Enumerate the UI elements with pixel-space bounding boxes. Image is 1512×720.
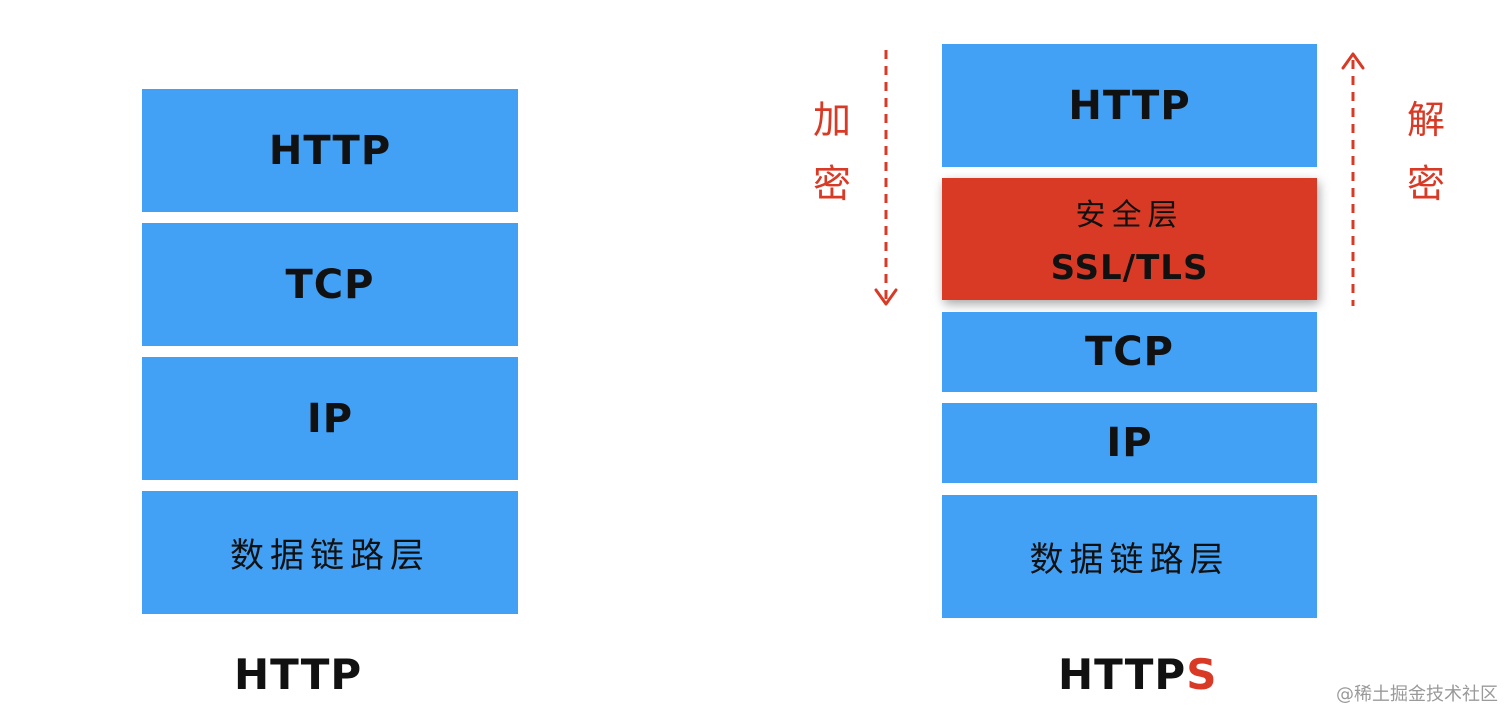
- link-layer-left: 数据链路层: [142, 491, 518, 614]
- tcp-layer-label: TCP: [285, 261, 375, 308]
- watermark: @稀土掘金技术社区: [1336, 684, 1498, 705]
- security-layer: 安全层 SSL/TLS: [942, 178, 1317, 300]
- encrypt-label: 加 密: [802, 88, 862, 216]
- encrypt-char-2: 密: [812, 162, 851, 206]
- ip-layer-left: IP: [142, 357, 518, 480]
- tcp-layer-left: TCP: [142, 223, 518, 346]
- security-layer-protocol: SSL/TLS: [1050, 248, 1209, 288]
- http-caption: HTTP: [234, 650, 362, 699]
- http-layer-right-label: HTTP: [1068, 82, 1191, 129]
- http-layer-left: HTTP: [142, 89, 518, 212]
- link-layer-label: 数据链路层: [230, 536, 430, 576]
- decrypt-char-1: 解: [1406, 98, 1445, 142]
- decrypt-arrow: [1341, 52, 1365, 306]
- tcp-layer-right: TCP: [942, 312, 1317, 392]
- ip-layer-right-label: IP: [1106, 420, 1153, 466]
- decrypt-label: 解 密: [1396, 88, 1456, 216]
- decrypt-char-2: 密: [1406, 162, 1445, 206]
- http-layer-label: HTTP: [268, 127, 392, 174]
- http-layer-right: HTTP: [942, 44, 1317, 167]
- security-layer-title: 安全层: [1075, 198, 1184, 233]
- http-caption-text: HTTP: [234, 650, 363, 699]
- link-layer-right-label: 数据链路层: [1029, 540, 1230, 580]
- encrypt-arrow: [874, 50, 898, 306]
- ip-layer-label: IP: [306, 395, 354, 442]
- tcp-layer-right-label: TCP: [1085, 329, 1174, 375]
- encrypt-char-1: 加: [812, 98, 851, 142]
- https-caption-accent: S: [1186, 650, 1218, 699]
- ip-layer-right: IP: [942, 403, 1317, 483]
- https-caption-main: HTTP: [1058, 650, 1187, 699]
- https-caption: HTTPS: [1058, 650, 1217, 699]
- link-layer-right: 数据链路层: [942, 495, 1317, 618]
